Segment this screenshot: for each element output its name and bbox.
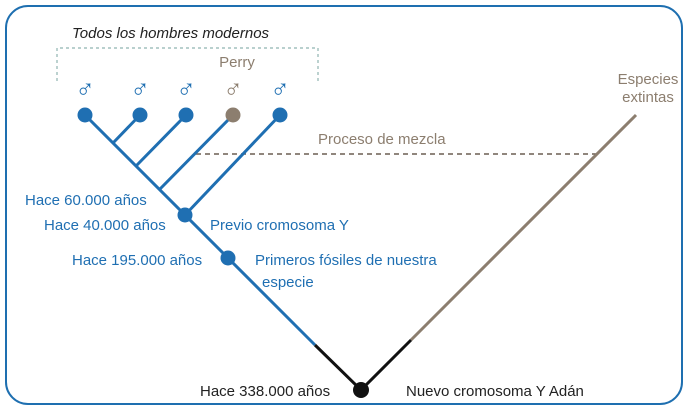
tip-node-5: [272, 107, 288, 123]
previous-y-label: Previo cromosoma Y: [210, 217, 349, 234]
previous-y-node: [177, 207, 193, 223]
male-icon: ♂: [75, 74, 95, 104]
male-icon: ♂: [176, 74, 196, 104]
tip-node-1: [77, 107, 93, 123]
tip-node-2: [132, 107, 148, 123]
date-40k-label: Hace 40.000 años: [44, 217, 166, 234]
extinct-branch-root: [359, 338, 413, 392]
branch-5: [183, 113, 282, 217]
new-y-adam-label: Nuevo cromosoma Y Adán: [406, 383, 584, 400]
extinct-branch: [409, 113, 638, 342]
fossils-label-1: Primeros fósiles de nuestra: [255, 252, 437, 269]
modern-men-label: Todos los hombres modernos: [72, 25, 270, 42]
frame-border: [5, 5, 683, 405]
branch-3: [134, 113, 188, 168]
male-icon-perry: ♂: [223, 74, 243, 104]
main-trunk-root: [313, 343, 363, 392]
extinct-species-label-1: Especies: [618, 71, 679, 88]
root-node: [353, 382, 369, 398]
date-195k-label: Hace 195.000 años: [72, 252, 202, 269]
mixing-process-label: Proceso de mezcla: [318, 131, 446, 148]
tip-node-3: [178, 107, 194, 123]
male-icon: ♂: [130, 74, 150, 104]
branch-perry: [158, 113, 235, 191]
fossil-node: [220, 250, 236, 266]
tip-node-perry: [225, 107, 241, 123]
date-338k-label: Hace 338.000 años: [200, 383, 330, 400]
date-60k-label: Hace 60.000 años: [25, 192, 147, 209]
fossils-label-2: especie: [262, 274, 314, 291]
extinct-species-label-2: extintas: [622, 89, 674, 106]
perry-label: Perry: [219, 54, 255, 71]
male-icon: ♂: [270, 74, 290, 104]
modern-men-bracket: [56, 47, 319, 81]
main-trunk: [83, 113, 317, 347]
